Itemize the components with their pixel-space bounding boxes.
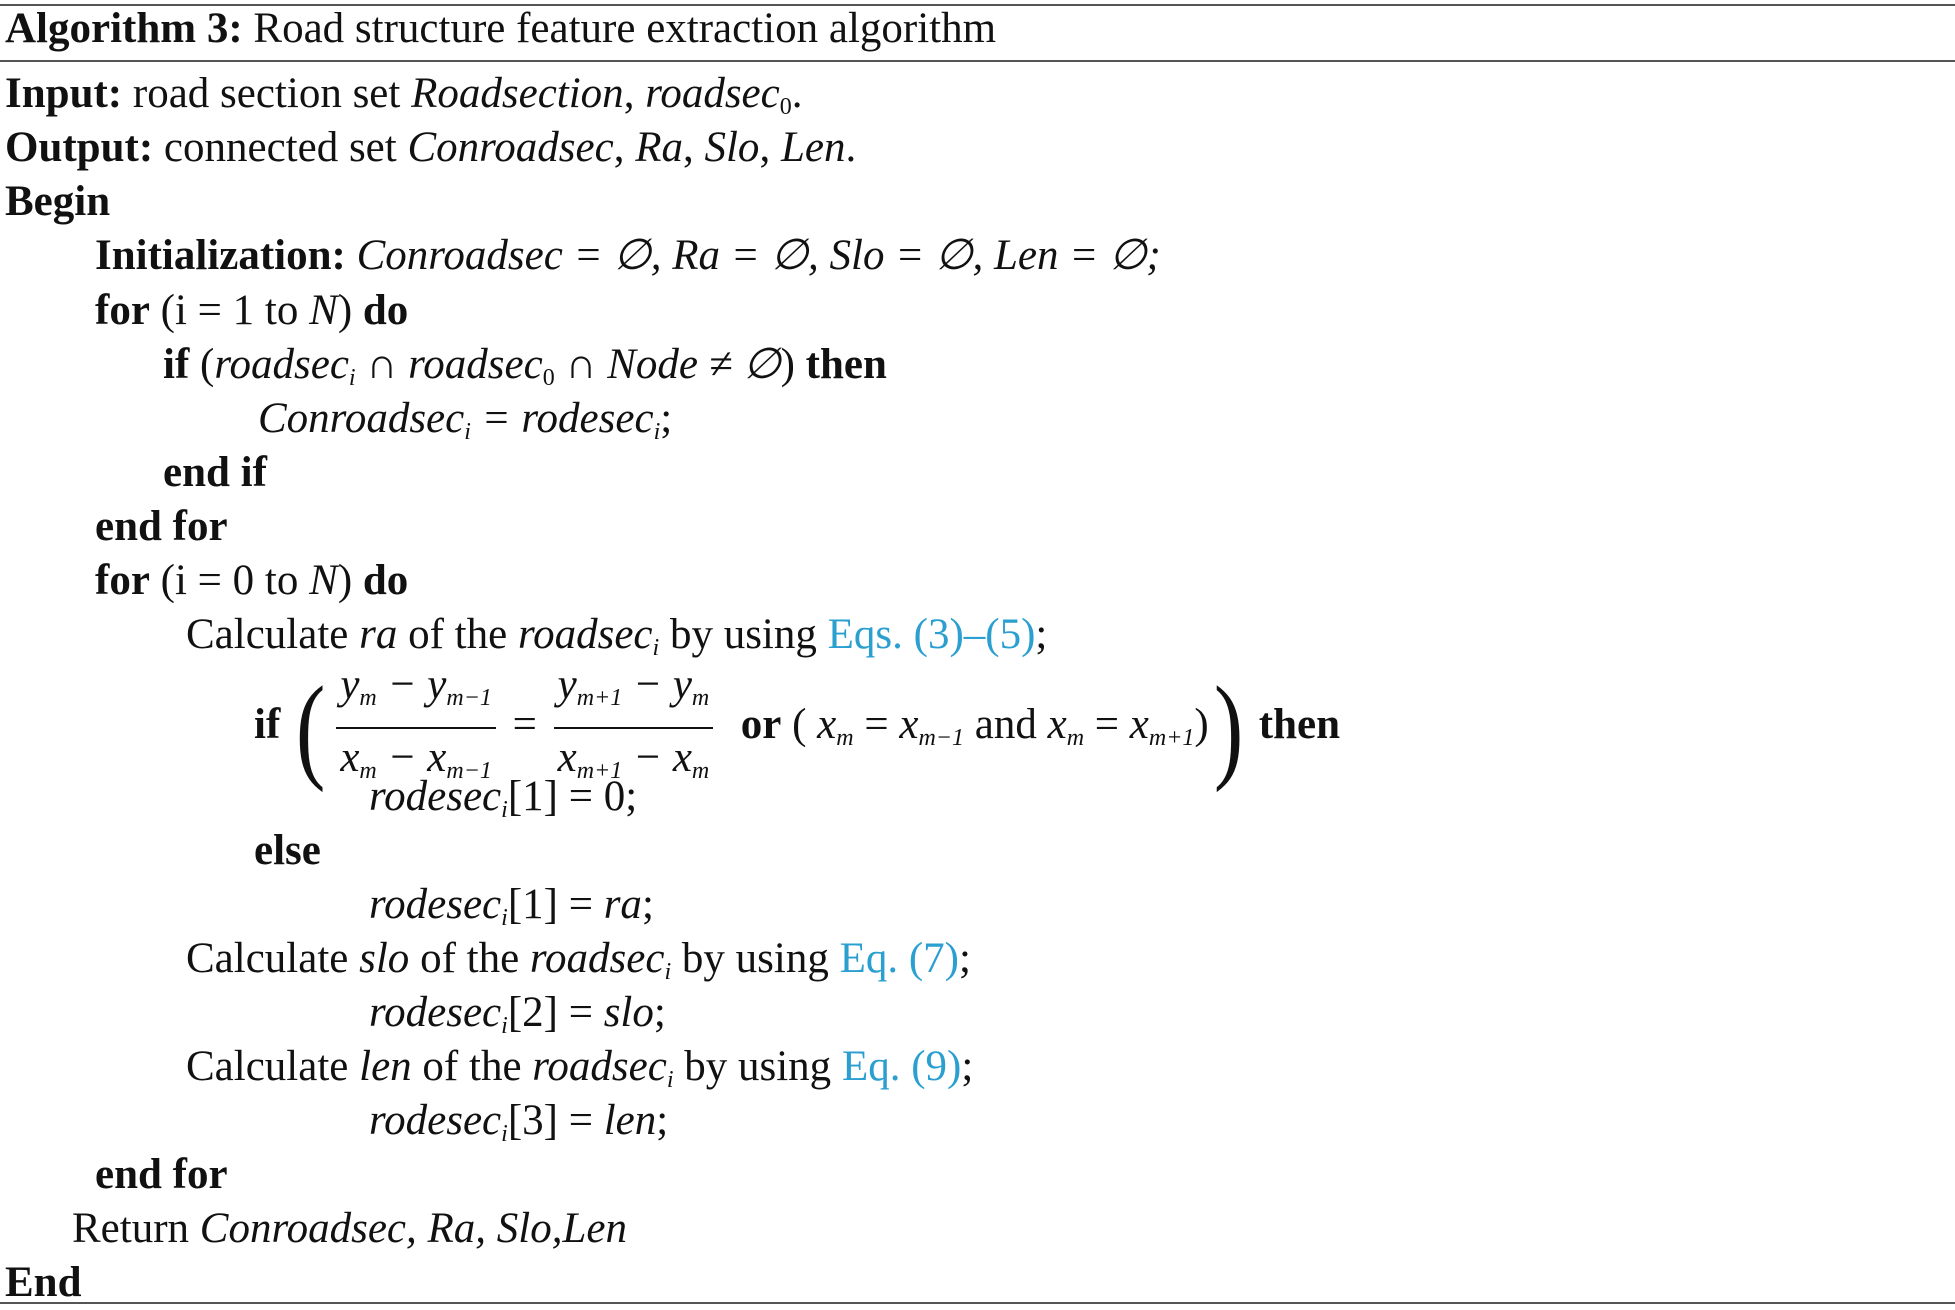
calc-ra-sub: i: [652, 635, 660, 661]
assign-ra-zero: [1] = 0;: [507, 773, 638, 820]
fraction-right: ym+1 − ym xm+1 − xm: [553, 658, 714, 798]
if1-roadsec0: ∩ roadsec: [355, 341, 543, 388]
return-line: Return Conroadsec, Ra, Slo,Len: [72, 1202, 627, 1256]
fraction-right-num: ym+1 − ym: [557, 661, 710, 711]
if2-equals: =: [501, 700, 548, 748]
assign-len-line: rodeseci[3] = len;: [369, 1097, 669, 1147]
assign-ra-line: rodeseci[1] = ra;: [369, 881, 654, 931]
top-rule: [0, 4, 1955, 6]
for2-do: do: [362, 557, 409, 604]
else-keyword: else: [254, 827, 321, 874]
output-var-len: Len: [780, 124, 846, 171]
cond-x-m-1: x: [817, 700, 837, 748]
for2-keyword: for: [95, 557, 150, 604]
if2-or-paren: (: [781, 700, 818, 748]
calc-ra-line: Calculate ra of the roadseci by using Eq…: [186, 608, 1047, 675]
input-text: road section set: [122, 70, 412, 117]
fraction-left-den: xm − xm−1: [336, 727, 496, 798]
init-line: Initialization: Conroadsec = ∅, Ra = ∅, …: [95, 229, 1161, 283]
fraction-left-num: ym − ym−1: [340, 661, 492, 711]
calc-len-line: Calculate len of the roadseci by using E…: [186, 1043, 974, 1093]
if1-line: if (roadseci ∩ roadsec0 ∩ Node ≠ ∅) then: [163, 338, 887, 405]
rodesec-var: rodesec: [369, 773, 502, 820]
output-text: connected set: [153, 124, 408, 171]
end-keyword: End: [5, 1259, 82, 1306]
for2-line: for (i = 0 to N) do: [95, 554, 408, 608]
output-label: Output:: [5, 124, 154, 171]
end-for-keyword-1: end for: [95, 503, 228, 550]
ref-eq-9[interactable]: Eq. (9): [841, 1043, 962, 1090]
calc-ra-text: Calculate: [186, 611, 360, 658]
if2-keyword: if: [254, 700, 281, 748]
calc-ra-semi: ;: [1035, 611, 1048, 658]
begin-keyword: Begin: [5, 178, 111, 225]
assign-slo-line: rodeseci[2] = slo;: [369, 989, 666, 1039]
calc-ra-var: ra: [359, 611, 398, 658]
assign1-semi: ;: [660, 395, 673, 442]
if2-open-paren: (: [295, 662, 326, 793]
assign1-rhs: = rodesec: [470, 395, 654, 442]
input-var-sub: 0: [779, 94, 792, 120]
input-var-roadsec: roadsec: [645, 70, 780, 117]
if1-then: then: [805, 341, 887, 388]
algorithm-label: Algorithm 3:: [5, 5, 243, 52]
assign1-rhs-sub: i: [653, 419, 661, 445]
for1-line: for (i = 1 to N) do: [95, 284, 408, 338]
if1-sub-i: i: [348, 365, 356, 391]
fraction-left: ym − ym−1 xm − xm−1: [336, 658, 496, 798]
input-label: Input:: [5, 70, 123, 117]
for1-close: ): [337, 287, 363, 334]
output-line: Output: connected set Conroadsec, Ra, Sl…: [5, 124, 857, 171]
end-for-keyword-2: end for: [95, 1151, 228, 1198]
calc-slo-line: Calculate slo of the roadseci by using E…: [186, 935, 971, 985]
cond-x-m-2: x: [1047, 700, 1067, 748]
ref-eqs-3-5[interactable]: Eqs. (3)–(5): [827, 611, 1036, 658]
end-if-keyword: end if: [163, 449, 267, 496]
fraction-right-den: xm+1 − xm: [553, 727, 714, 798]
assign1-lhs: Conroadsec: [258, 395, 465, 442]
input-sep: ,: [623, 70, 646, 117]
if1-roadsec: roadsec: [214, 341, 349, 388]
if1-sub-0: 0: [542, 365, 555, 391]
ref-eq-7[interactable]: Eq. (7): [839, 935, 959, 982]
output-var-slo: Slo: [704, 124, 760, 171]
calc-ra-ofthe: of the: [397, 611, 518, 658]
return-text: Return: [72, 1205, 200, 1252]
for2-n: N: [309, 557, 338, 604]
output-var-ra: Ra: [635, 124, 683, 171]
return-conroadsec: Conroadsec: [199, 1205, 407, 1252]
input-var-roadsection: Roadsection: [411, 70, 624, 117]
calc-ra-byusing: by using: [659, 611, 828, 658]
assign-ra-zero-line: rodeseci[1] = 0;: [369, 773, 638, 823]
if1-keyword: if: [163, 341, 190, 388]
for1-n: N: [309, 287, 338, 334]
header-rule: [0, 60, 1955, 62]
init-expr: Conroadsec = ∅, Ra = ∅, Slo = ∅, Len = ∅…: [356, 232, 1161, 279]
for1-do: do: [362, 287, 409, 334]
if1-close: ): [780, 341, 806, 388]
if2-close-paren: ): [1213, 662, 1244, 793]
return-rest: , Ra, Slo,Len: [406, 1205, 627, 1252]
assign1-lhs-sub: i: [464, 419, 471, 445]
for2-range: (i = 0 to: [149, 557, 310, 604]
if2-or: or: [740, 700, 782, 748]
if2-and: and: [974, 700, 1037, 748]
output-var-conroadsec: Conroadsec: [407, 124, 614, 171]
assign1-line: Conroadseci = rodeseci;: [258, 392, 672, 459]
input-end: .: [791, 70, 803, 117]
algorithm-header: Algorithm 3: Road structure feature extr…: [5, 2, 996, 56]
if2-line: if ( ym − ym−1 xm − xm−1 = ym+1 − ym xm+1 −…: [254, 658, 1340, 798]
for1-keyword: for: [95, 287, 150, 334]
bottom-rule: [0, 1302, 1955, 1304]
if1-open: (: [189, 341, 215, 388]
input-line: Input: road section set Roadsection, roa…: [5, 67, 802, 134]
for1-range: (i = 1 to: [149, 287, 310, 334]
if1-node: ∩ Node ≠ ∅: [554, 341, 781, 388]
if2-then: then: [1258, 700, 1341, 748]
calc-ra-roadsec: roadsec: [517, 611, 653, 658]
for2-close: ): [337, 557, 363, 604]
init-label: Initialization:: [95, 232, 346, 279]
algorithm-title: Road structure feature extraction algori…: [253, 5, 997, 52]
